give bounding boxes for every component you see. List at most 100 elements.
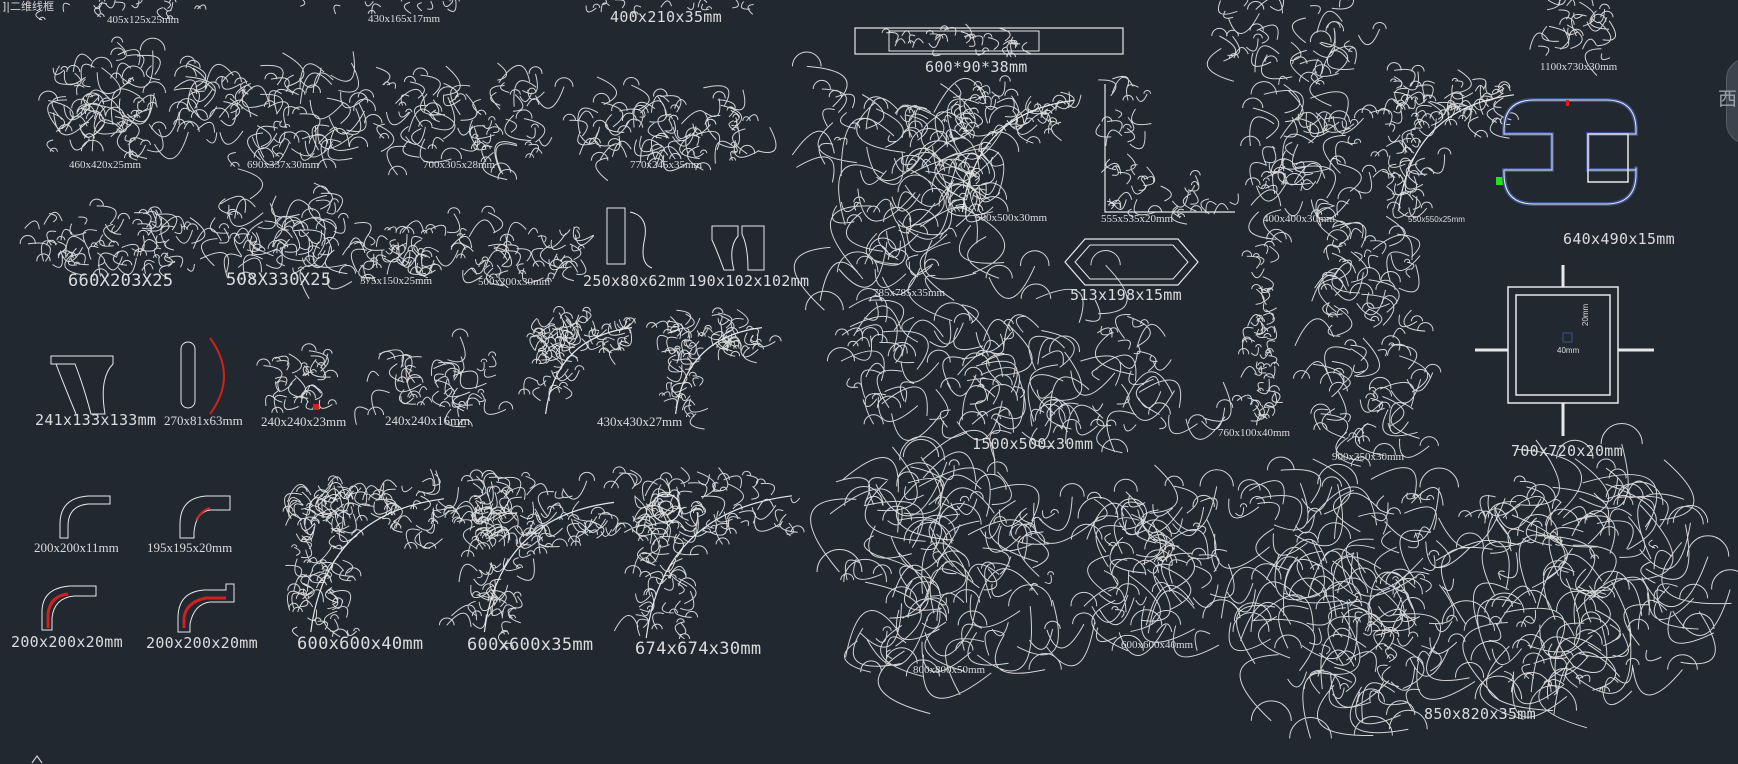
ornament-200x200x20-b-accent — [182, 596, 226, 628]
ornament-640x490x15-line — [1503, 99, 1637, 205]
dimension-label: 600x600x40mm — [1121, 639, 1194, 651]
ornament-200x200x20-a — [41, 585, 97, 631]
ornament-250x80x62-front — [606, 207, 626, 265]
ornament-555x535x20-frame — [1104, 84, 1235, 213]
ornament-500x200x30 — [450, 205, 595, 289]
dimension-label: 550x550x25mm — [1408, 215, 1465, 224]
ornament-405x125x25 — [35, 0, 207, 21]
ornament-400x400x30 — [1240, 81, 1377, 243]
ornament-430x165x17 — [300, 0, 460, 15]
dimension-label: 40mm — [1557, 346, 1580, 355]
ornament-700x305x28 — [364, 62, 574, 181]
ornament-850x820x35-left — [1202, 456, 1506, 739]
ornament-500x500x30 — [961, 99, 1075, 213]
ornament-700x720x20-inner — [1515, 294, 1611, 396]
ornament-700x720x20-outer — [1507, 286, 1619, 404]
dimension-label: 270x81x63mm — [164, 413, 243, 428]
ornament-513x198x15-inner — [1074, 244, 1189, 280]
ornament-corner-top — [1206, 0, 1387, 107]
dimension-label: 660X203X25 — [68, 271, 174, 291]
dimension-label: 241x133x133mm — [35, 411, 157, 429]
ornament-600x600x40-a — [310, 498, 445, 633]
ornament-850x820x35-right — [1435, 423, 1738, 729]
ornament-770x245x35 — [562, 76, 777, 182]
ornament-550x550x25 — [1370, 62, 1452, 219]
dimension-label: 513x198x15mm — [1070, 286, 1182, 304]
ornament-600x600x35 — [438, 469, 543, 649]
dimension-label: 400x210x35mm — [610, 8, 722, 26]
ornament-430x430x27-right — [667, 307, 782, 364]
ornament-500x500x30 — [945, 83, 1005, 223]
ornament-bar-carving — [881, 23, 1032, 58]
dimension-label: 850x820x35mm — [1424, 705, 1536, 723]
ornament-1500x500x30 — [826, 250, 1234, 461]
dimension-label: 555x535x20mm — [1101, 213, 1174, 225]
ornament-marker-red — [1566, 100, 1569, 106]
dimension-label: 460x420x25mm — [69, 159, 142, 171]
ornament-900x350x30 — [1293, 207, 1442, 467]
dimension-label: 600x600x40mm — [297, 634, 424, 654]
ornament-190x102x102 — [711, 225, 765, 271]
dimension-label: 375x150x25mm — [360, 275, 433, 287]
ornament-240x240x16 — [354, 328, 514, 428]
ornament-508x330x25 — [192, 168, 356, 299]
ornament-bar-panel — [888, 30, 1040, 52]
dimension-label: 508X330X25 — [226, 270, 332, 290]
ornament-200x200x20-b — [177, 583, 235, 633]
ornament-550x550x25 — [1398, 94, 1515, 211]
ornament-400x210x35 — [585, 0, 754, 15]
dimension-label: 400x400x30mm — [1263, 213, 1336, 225]
ornament-200x200x11 — [59, 495, 111, 539]
ornament-241x133x133 — [50, 355, 114, 415]
dimension-label: 405x125x25mm — [107, 14, 180, 26]
ornament-430x430x27-right — [646, 309, 709, 430]
ornament-674x674x30 — [645, 495, 793, 639]
dimension-label: 195x195x20mm — [147, 540, 233, 555]
ornament-375x150x25 — [342, 207, 466, 282]
ornament-195x195x20 — [179, 495, 231, 539]
dimension-label: 600x600x35mm — [467, 635, 594, 655]
ornament-513x198x15-outer — [1064, 238, 1199, 286]
ornament-250x80x62-side — [629, 211, 653, 269]
ornament-240x240x23-marker — [313, 404, 319, 410]
ornament-674x674x30-rosette-inner — [658, 500, 674, 516]
ornament-660x203x25 — [19, 198, 206, 279]
dimension-label: 600*90*38mm — [925, 58, 1028, 76]
dimension-label: 240x240x16mm — [385, 413, 471, 428]
ornament-600x600x40-b — [1070, 464, 1271, 658]
ornament-460x420x25 — [38, 36, 200, 161]
dimension-label: 200x200x11mm — [34, 540, 119, 555]
dimension-label: 700x305x28mm — [423, 159, 496, 171]
ornament-555x535x20 — [1095, 76, 1163, 216]
viewcube-west-label[interactable]: 西 — [1718, 88, 1738, 110]
ucs-icon — [31, 754, 43, 764]
dimension-label: 760x100x40mm — [1218, 427, 1291, 439]
ornament-690x337x30 — [173, 51, 376, 169]
ornament-200x200x20-a-accent — [46, 592, 69, 628]
dimension-label: 200x200x20mm — [146, 634, 258, 652]
dimension-label: 900x350x30mm — [1332, 451, 1405, 463]
ornament-600x600x35 — [483, 501, 615, 633]
ornament-674x674x30-rosette — [651, 493, 681, 523]
ornament-500x500x30 — [941, 75, 1082, 144]
ornament-600x600x40-a — [282, 481, 364, 638]
ornament-785x785x35 — [791, 51, 1050, 322]
ornament-640x490x15-center — [1587, 133, 1629, 183]
ornament-700x720x20-detail — [1562, 332, 1573, 343]
ornament-195x195x20-accent — [195, 507, 211, 521]
ornament-550x550x25 — [1361, 69, 1519, 139]
ornament-240x240x23 — [256, 343, 339, 413]
viewport-visual-style-label[interactable]: ]|二维线框 — [2, 0, 54, 13]
dimension-label: 500x500x30mm — [975, 212, 1048, 224]
ornament-674x674x30 — [603, 466, 805, 545]
ornament-430x430x27-left — [545, 327, 633, 415]
ornament-270x81x63-side — [209, 337, 225, 415]
dimension-label: 1100x730x30mm — [1540, 61, 1618, 73]
dimension-label: 674x674x30mm — [635, 639, 762, 659]
dimension-label: 690x337x30mm — [247, 159, 320, 171]
dimension-label: 800x800x50mm — [913, 664, 986, 676]
dimension-label: 240x240x23mm — [261, 414, 347, 429]
dimension-label: 200x200x20mm — [11, 633, 123, 651]
